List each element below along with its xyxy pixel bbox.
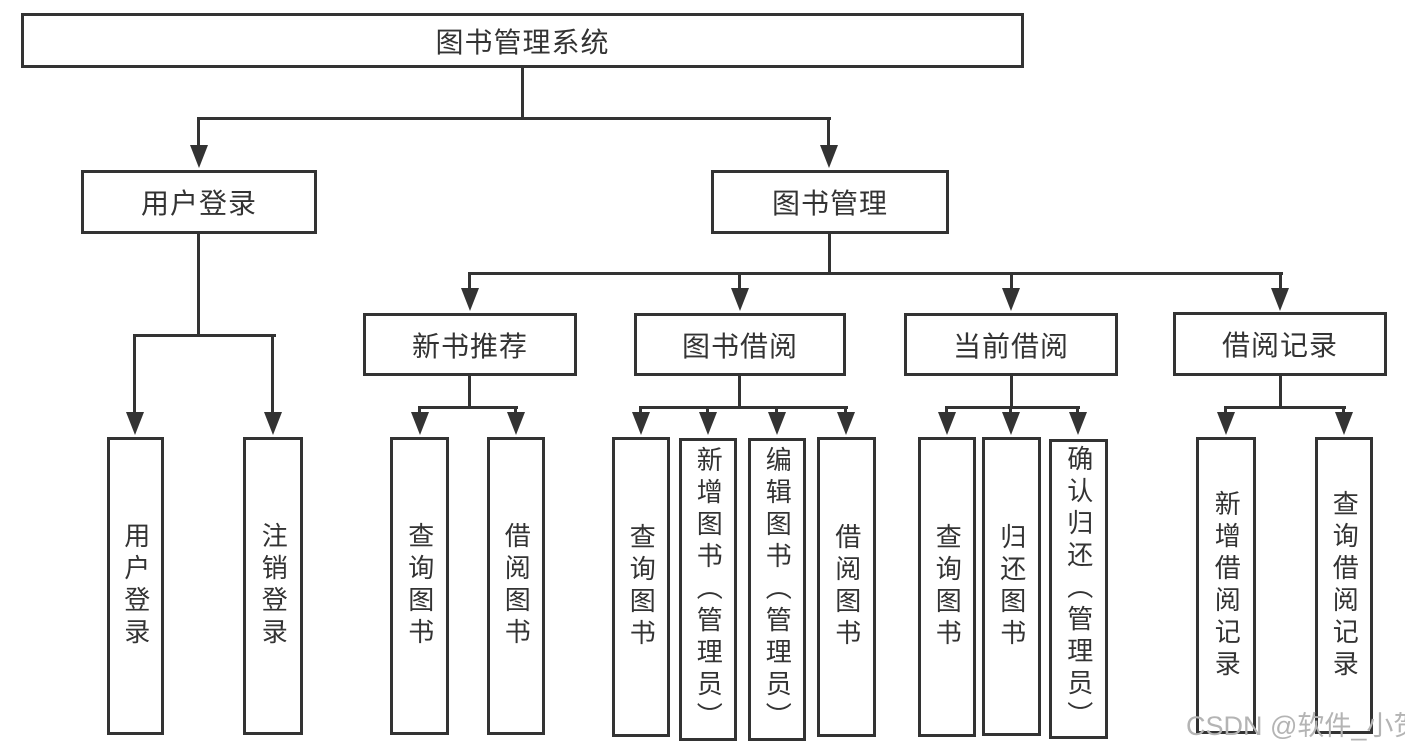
connector-line-vertical [418,408,421,415]
node-current-borrow: 当前借阅 [904,313,1118,376]
arrow-down-icon [699,412,717,435]
arrow-down-icon [1271,288,1289,311]
connector-line-vertical [738,274,741,290]
arrow-down-icon [264,412,282,435]
arrow-down-icon [1217,412,1235,435]
connector-line-vertical [1010,376,1013,408]
arrow-down-icon [1002,288,1020,311]
leaf-current-return-books: 归还图书 [982,437,1041,736]
connector-line-vertical [1010,274,1013,290]
connector-line-vertical [197,119,200,148]
connector-line-vertical [738,376,741,408]
connector-line-vertical [514,408,517,415]
arrow-down-icon [731,288,749,311]
connector-line-vertical [828,234,831,275]
leaf-recommend-borrow-books: 借阅图书 [487,437,545,735]
leaf-borrow-edit-books-admin: 编辑图书（管理员） [748,438,806,741]
connector-line-vertical [945,408,948,415]
connector-line-vertical [827,119,830,148]
leaf-records-add: 新增借阅记录 [1196,437,1256,734]
connector-line-vertical [639,408,642,415]
connector-line-horizontal [468,272,1283,275]
connector-line-vertical [775,408,778,415]
node-borrow-records: 借阅记录 [1173,312,1387,376]
connector-line-vertical [1279,376,1282,408]
leaf-recommend-query-books: 查询图书 [390,437,449,735]
arrow-down-icon [411,412,429,435]
connector-line-vertical [1009,408,1012,415]
leaf-records-query: 查询借阅记录 [1315,437,1373,734]
connector-line-vertical [1224,408,1227,415]
connector-line-horizontal [945,406,1080,409]
arrow-down-icon [126,412,144,435]
arrow-down-icon [507,412,525,435]
connector-line-vertical [271,336,274,413]
connector-line-horizontal [418,406,518,409]
node-book-borrow: 图书借阅 [634,313,846,376]
arrow-down-icon [1335,412,1353,435]
node-user-login: 用户登录 [81,170,317,234]
connector-line-horizontal [639,406,848,409]
node-book-management: 图书管理 [711,170,949,234]
connector-line-vertical [197,233,200,337]
arrow-down-icon [1002,412,1020,435]
connector-line-horizontal [1224,406,1346,409]
leaf-current-query-books: 查询图书 [918,437,976,737]
connector-line-vertical [1076,408,1079,415]
arrow-down-icon [190,145,208,168]
leaf-borrow-query-books: 查询图书 [612,437,670,737]
leaf-borrow-borrow-books: 借阅图书 [817,437,876,737]
connector-line-horizontal [133,334,276,337]
arrow-down-icon [632,412,650,435]
connector-line-vertical [1279,274,1282,290]
connector-line-vertical [706,408,709,415]
arrow-down-icon [837,412,855,435]
connector-line-horizontal [197,117,831,120]
leaf-current-confirm-return-admin: 确认归还（管理员） [1049,439,1108,739]
arrow-down-icon [938,412,956,435]
watermark-text: CSDN @软件_小贺同学 [1186,711,1405,741]
connector-line-vertical [468,274,471,290]
arrow-down-icon [461,288,479,311]
arrow-down-icon [820,145,838,168]
connector-line-vertical [521,68,524,120]
connector-line-vertical [468,376,471,408]
connector-line-vertical [844,408,847,415]
connector-line-vertical [133,336,136,413]
node-root: 图书管理系统 [21,13,1024,68]
leaf-user-login: 用户登录 [107,437,164,735]
connector-line-vertical [1342,408,1345,415]
leaf-borrow-add-books-admin: 新增图书（管理员） [679,438,737,741]
leaf-logout: 注销登录 [243,437,303,735]
arrow-down-icon [1069,412,1087,435]
arrow-down-icon [768,412,786,435]
node-new-book-recommend: 新书推荐 [363,313,577,376]
